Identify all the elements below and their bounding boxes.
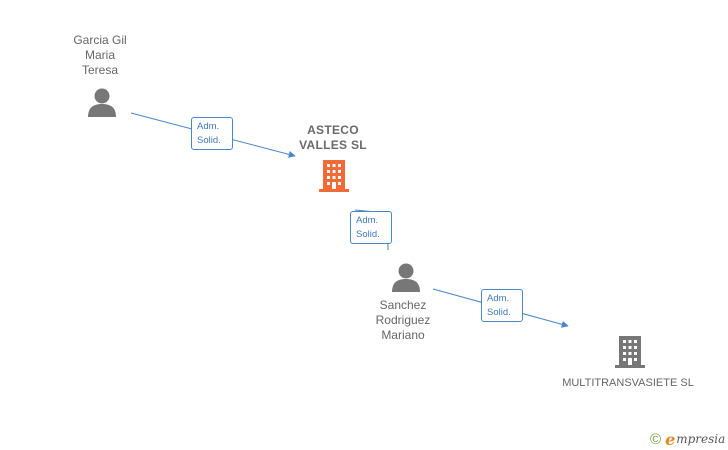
- edge-label-garcia-asteco[interactable]: Adm. Solid.: [191, 117, 233, 150]
- node-label-asteco: ASTECO VALLES SL: [299, 123, 367, 152]
- edge-label-sanchez-multi[interactable]: Adm. Solid.: [481, 289, 523, 322]
- brand-name: mpresia: [676, 432, 726, 446]
- person-icon-sanchez[interactable]: [390, 263, 422, 298]
- person-icon-garcia[interactable]: [86, 88, 118, 123]
- building-icon-asteco[interactable]: [318, 159, 350, 198]
- empresia-logo: © e mpresia: [650, 429, 726, 449]
- node-label-sanchez: Sanchez Rodriguez Mariano: [375, 298, 431, 342]
- node-label-multitransvasiete: MULTITRANSVASIETE SL: [562, 377, 694, 389]
- edge-label-sanchez-asteco[interactable]: Adm. Solid.: [350, 211, 392, 244]
- brand-e: e: [665, 429, 676, 449]
- node-label-garcia: Garcia Gil Maria Teresa: [73, 33, 127, 77]
- copyright-icon: ©: [650, 430, 662, 448]
- building-icon-multitransvasiete[interactable]: [614, 335, 646, 374]
